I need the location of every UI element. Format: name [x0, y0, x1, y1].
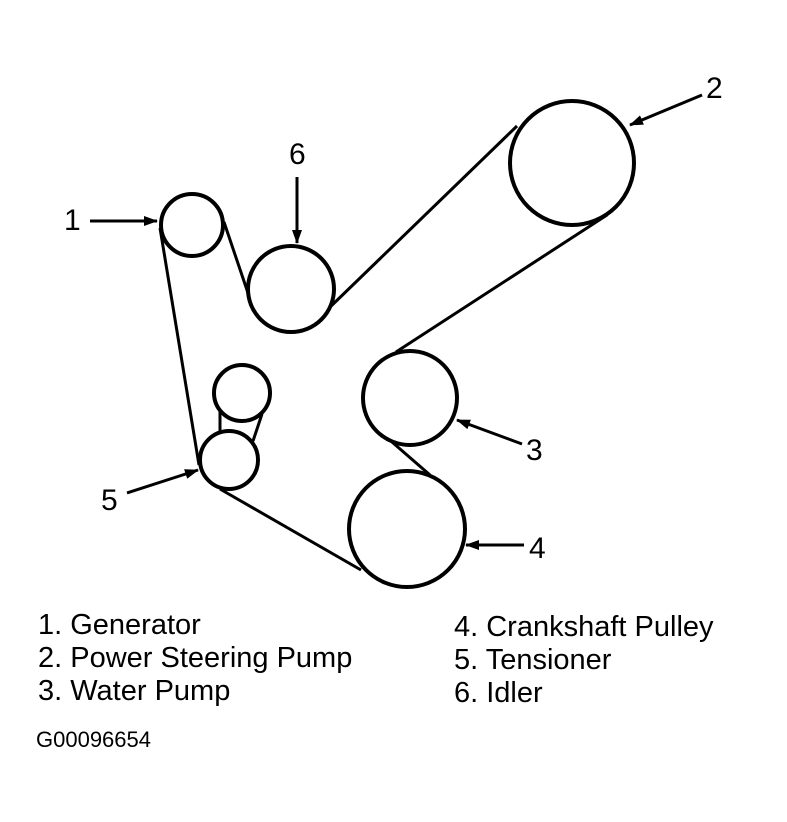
water-pump-pulley: [361, 349, 459, 447]
callout-number-tensioner: 5: [101, 484, 118, 517]
legend-right-column: 4. Crankshaft Pulley 5. Tensioner 6. Idl…: [454, 611, 714, 710]
callout-number-idler: 6: [289, 138, 306, 171]
crankshaft-pulley: [347, 469, 467, 589]
callout-number-generator: 1: [64, 204, 81, 237]
power-steering-pump-pulley: [508, 99, 636, 227]
callout-arrow-tensioner: [126, 468, 199, 495]
tensioner-pulley: [198, 429, 260, 491]
legend-item-idler: 6. Idler: [454, 677, 543, 709]
legend-item-generator: 1. Generator: [38, 609, 201, 641]
tensioner-arm-right: [251, 413, 264, 442]
figure-id: G00096654: [36, 727, 151, 752]
callout-number-power-steering-pump: 2: [706, 72, 723, 105]
drive-belt: [158, 124, 608, 572]
idler-pulley: [246, 244, 336, 334]
belt-segment-ps-pump-to-water-pump: [395, 213, 608, 354]
belt-segment-water-pump-to-crank: [391, 440, 431, 477]
tensioner-upper-pulley: [212, 363, 272, 423]
belt-segment-generator-to-idler: [222, 221, 251, 297]
legend-item-power-steering-pump: 2. Power Steering Pump: [38, 642, 353, 674]
legend-item-water-pump: 3. Water Pump: [38, 675, 231, 707]
callout-arrow-water-pump: [456, 418, 523, 446]
belt-segment-idler-to-ps-pump: [325, 124, 519, 312]
legend-item-tensioner: 5. Tensioner: [454, 644, 612, 676]
callout-arrow-power-steering-pump: [629, 93, 703, 127]
legend-item-crankshaft-pulley: 4. Crankshaft Pulley: [454, 611, 714, 643]
callout-number-crankshaft-pulley: 4: [529, 532, 546, 565]
legend-left-column: 1. Generator 2. Power Steering Pump 3. W…: [38, 609, 352, 708]
belt-segment-tensioner-to-generator: [158, 227, 201, 466]
generator-pulley: [159, 192, 225, 258]
callout-number-water-pump: 3: [526, 434, 543, 467]
belt-segment-crank-to-tensioner: [219, 487, 362, 572]
